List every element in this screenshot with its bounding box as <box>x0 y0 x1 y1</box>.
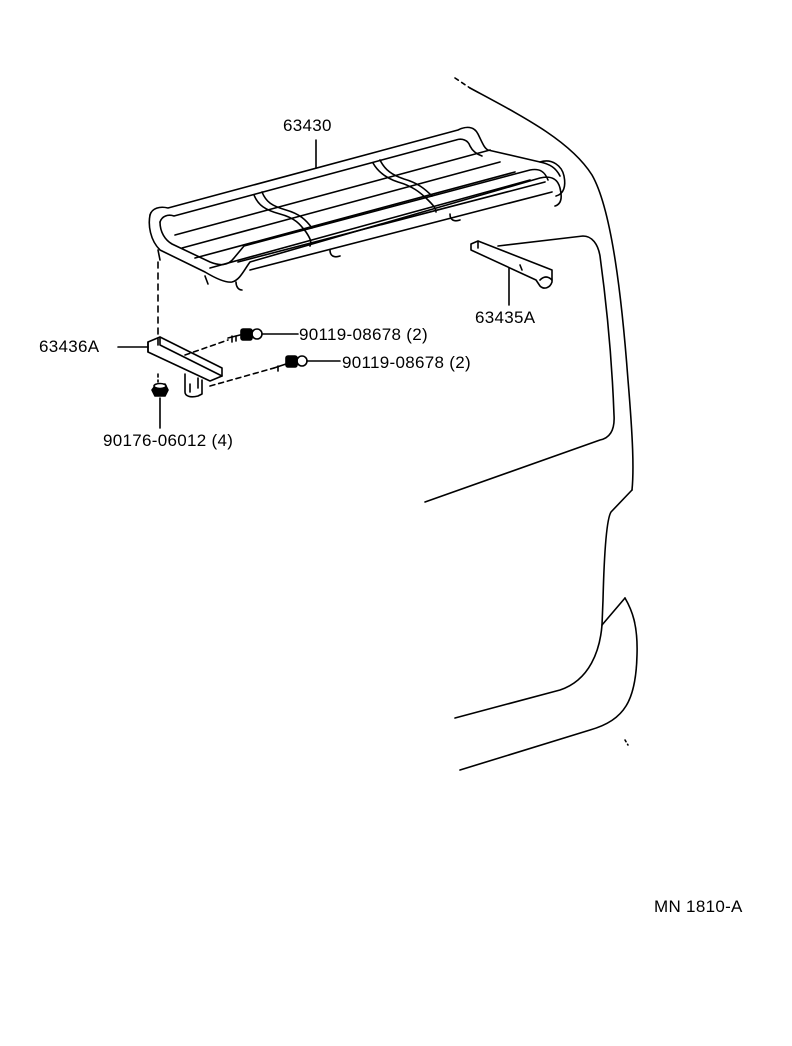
part-label-bolt-lower: 90119-08678 (2) <box>342 353 471 372</box>
diagram-reference-code: MN 1810-A <box>654 897 743 916</box>
part-label-rear-bracket: 63435A <box>475 308 536 327</box>
roof-edge-dashed <box>454 77 471 89</box>
part-label-roof-rack: 63430 <box>283 116 332 135</box>
bolt-lower-drawing <box>273 355 308 372</box>
tail-lamp-upper <box>601 489 633 626</box>
part-label-nut: 90176-06012 (4) <box>103 431 234 450</box>
bumper-tip <box>624 739 629 746</box>
rear-bracket-drawing <box>470 240 553 289</box>
vehicle-body-outline <box>424 77 638 771</box>
rear-bumper <box>454 624 603 719</box>
roof-rear-curve <box>469 87 634 491</box>
rear-window <box>424 235 615 503</box>
connector-bolt-upper <box>184 339 229 356</box>
bumper-outer <box>459 597 638 771</box>
part-label-front-bracket: 63436A <box>39 337 100 356</box>
bolt-upper-drawing <box>227 328 263 343</box>
part-label-bolt-upper: 90119-08678 (2) <box>299 325 428 344</box>
tail-lamp-lower <box>601 597 626 626</box>
nut-drawing <box>151 373 169 397</box>
roof-rack-drawing <box>148 126 566 291</box>
connector-bolt-lower <box>209 367 275 387</box>
